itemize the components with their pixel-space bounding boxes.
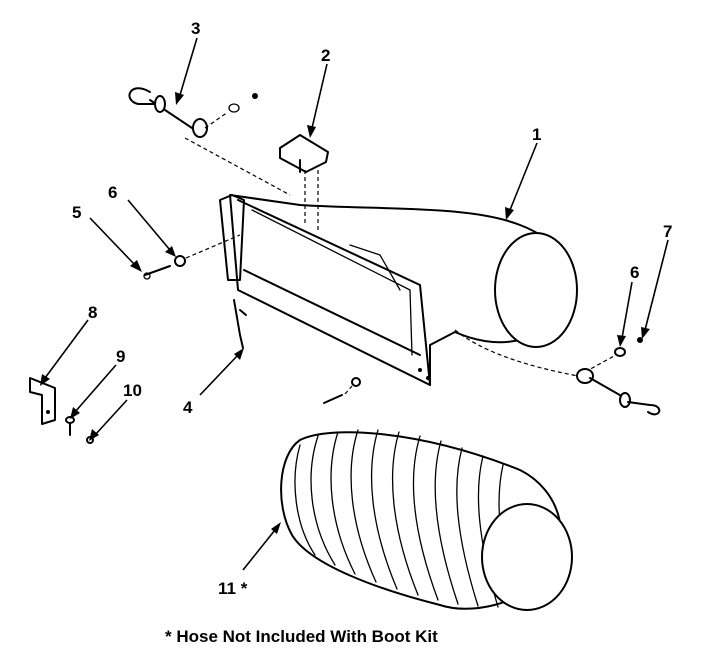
bracket-part [279, 134, 329, 230]
hook-bolt-left-part [128, 87, 291, 196]
callout-11: 11 * [218, 579, 248, 598]
dryer-boot-part [219, 194, 578, 386]
callout-10: 10 [123, 381, 142, 400]
leader-arrows [40, 37, 669, 571]
callout-9: 9 [116, 347, 125, 366]
angle-bracket-part [29, 377, 56, 425]
screw-washer-left-part [143, 234, 241, 280]
callout-2: 2 [321, 46, 330, 65]
callout-8: 8 [88, 303, 97, 322]
callout-5: 5 [72, 203, 81, 222]
callout-7: 7 [663, 222, 672, 241]
callout-1: 1 [532, 125, 541, 144]
screw-nut-small-part [65, 416, 94, 444]
hook-bolt-right-part [454, 329, 661, 416]
screw-lower-part [323, 377, 361, 404]
hose-part [280, 429, 573, 611]
footnote-hose-not-included: * Hose Not Included With Boot Kit [165, 627, 438, 646]
callout-6-right: 6 [630, 263, 639, 282]
callout-3: 3 [191, 19, 200, 38]
callout-4: 4 [183, 398, 193, 417]
clip-part [233, 299, 247, 349]
callout-6-left: 6 [108, 183, 117, 202]
